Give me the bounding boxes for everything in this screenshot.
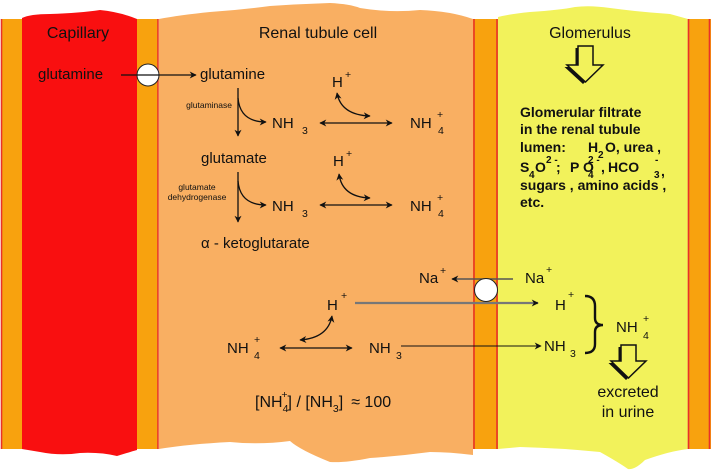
membrane-apical	[473, 19, 498, 449]
alpha-ketoglutarate-label: α - ketoglutarate	[201, 235, 310, 252]
ratio-sub1: 4	[283, 403, 289, 415]
glutamate-label: glutamate	[201, 150, 267, 167]
membrane-tubule-outer	[688, 19, 711, 449]
lumen-nh4-sub: 4	[643, 330, 649, 342]
cell-h-ion-label: H	[327, 297, 338, 314]
nh4-sup: +	[437, 109, 443, 121]
h-base: H	[332, 74, 343, 91]
filtrate-bicarb-hco: HCO	[608, 159, 639, 175]
ratio-approx: ≈ 100	[351, 394, 391, 411]
capillary-glutamine-label: glutamine	[38, 66, 103, 83]
filtrate-line-3: lumen:	[520, 139, 566, 155]
combine-brace	[584, 294, 604, 355]
h-ion-label: H	[333, 153, 344, 170]
filtrate-sulfate-sup: 2 -	[546, 155, 558, 166]
filtrate-line-2: in the renal tubule	[520, 121, 641, 137]
nh4-label: NH	[410, 198, 432, 215]
filtrate-phosphate-po: P O	[570, 159, 594, 175]
lumen-h-ion-sup: +	[568, 289, 574, 301]
h-ion-equilibrium-arrow	[299, 315, 335, 344]
glutaminase-label: glutaminase	[186, 100, 232, 110]
filtrate-line-6: etc.	[520, 194, 544, 210]
filtrate-line-5: sugars , amino acids ,	[520, 177, 666, 193]
cell-h-ion-sup: +	[341, 290, 347, 302]
nh4-sub: 4	[438, 125, 444, 137]
gdh-label-line2: dehydrogenase	[168, 192, 227, 202]
filtrate-water-h: H	[588, 139, 598, 155]
filtrate-phosphate-sub: 4	[588, 170, 594, 181]
ratio-open: [NH	[255, 394, 283, 411]
ratio-middle: ] / [NH	[288, 394, 333, 411]
lumen-nh3-sub: 3	[570, 348, 576, 360]
excreted-label-line1: excreted	[597, 384, 658, 401]
nh4-sub: 4	[438, 208, 444, 220]
ratio-formula: [NH4 +] / [NH3] ≈ 100	[255, 389, 391, 415]
lumen-na-ion-sup: +	[546, 264, 552, 276]
cell-na-ion-sup: +	[440, 265, 446, 277]
lumen-nh4-label: NH	[616, 319, 638, 336]
lumen-h-ion-label: H	[555, 297, 566, 314]
capillary-region	[22, 10, 137, 456]
filtrate-water-rest: O, urea ,	[605, 139, 661, 155]
ratio-sup1: +	[281, 389, 287, 401]
filtrate-sulfate-s: S	[520, 159, 529, 175]
cell-title: Renal tubule cell	[259, 25, 377, 42]
h-ion-equilibrium-arrow	[336, 173, 371, 202]
nh4-sup: +	[437, 192, 443, 204]
membrane-capillary-outer	[1, 19, 22, 449]
cell-nh3-label: NH	[369, 340, 391, 357]
nh3-sub: 3	[302, 125, 308, 137]
gdh-label-line1: glutamate	[178, 182, 216, 192]
filtrate-sep-1: ;	[556, 159, 561, 175]
filtration-down-arrow-icon	[564, 45, 605, 84]
filtrate-line-1: Glomerular filtrate	[520, 104, 642, 120]
nh4-label: NH	[410, 115, 432, 132]
glomerular-filtrate-description: Glomerular filtrate in the renal tubule …	[520, 104, 666, 210]
filtrate-sulfate-o: O	[535, 159, 546, 175]
lumen-nh3-label: NH	[544, 338, 566, 355]
h-ion-sup: +	[346, 148, 352, 160]
lumen-nh4-sup: +	[643, 313, 649, 325]
gdh-nh3-release-arrow	[237, 180, 267, 209]
capillary-title: Capillary	[47, 25, 109, 42]
membrane-basolateral	[137, 19, 158, 449]
glomerulus-title: Glomerulus	[549, 25, 631, 42]
cell-nh4-sup: +	[254, 334, 260, 346]
nh3-sub: 3	[302, 208, 308, 220]
cell-na-ion-label: Na	[419, 270, 439, 287]
cell-nh4-label: NH	[227, 340, 249, 357]
nh3-label: NH	[272, 115, 294, 132]
filtrate-sulfate-sub: 4	[529, 170, 535, 181]
cell-nh3-sub: 3	[396, 350, 402, 362]
filtrate-bicarb-sup: -	[655, 155, 658, 166]
tubule-lumen-region	[498, 6, 688, 470]
cell-glutamine-label: glutamine	[200, 66, 265, 83]
na-h-exchanger-icon	[474, 278, 498, 302]
ratio-close: ]	[339, 394, 343, 411]
filtrate-water-sub: 2	[598, 150, 604, 161]
h-ion-sup: +	[345, 69, 351, 81]
glutaminase-nh3-release-arrow	[237, 97, 267, 126]
h-ion-equilibrium-arrow	[334, 92, 371, 120]
background-regions	[0, 3, 711, 470]
excretion-down-arrow-icon	[608, 344, 648, 380]
h-ion-label: H	[332, 74, 343, 91]
ratio-sub2: 3	[333, 403, 339, 415]
nh3-label: NH	[272, 198, 294, 215]
lumen-na-ion-label: Na	[525, 270, 545, 287]
filtrate-phosphate-sup: 2 -	[588, 155, 600, 166]
filtrate-sep-3: ,	[661, 163, 665, 179]
filtrate-sep-2: ,	[601, 159, 605, 175]
excreted-label-line2: in urine	[602, 404, 655, 421]
cell-nh4-sub: 4	[254, 350, 260, 362]
filtrate-bicarb-sub: 3	[654, 170, 660, 181]
